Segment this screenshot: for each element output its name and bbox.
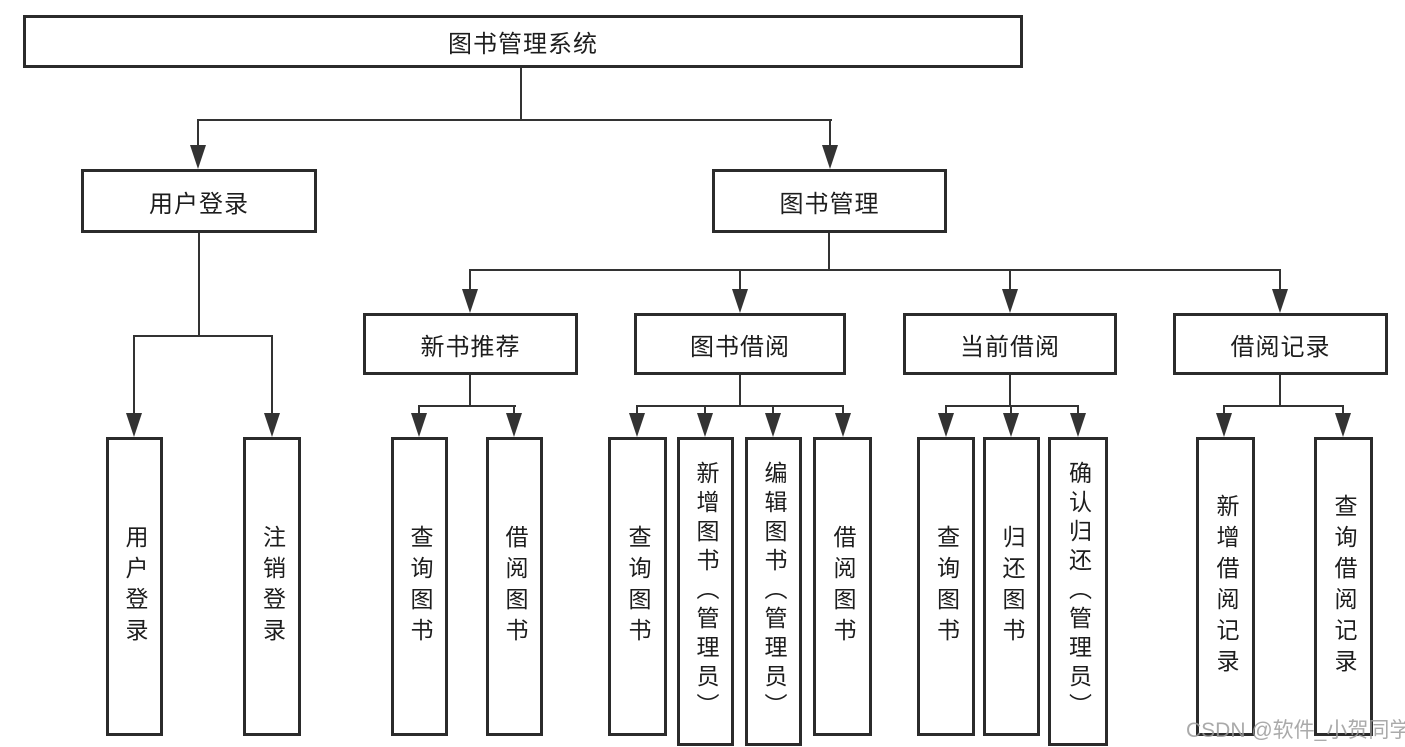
node-book-management-label: 图书管理 xyxy=(779,190,880,218)
leaf-borrow-borrow-book: 借阅图书 xyxy=(813,437,872,736)
leaf-current-query-book: 查询图书 xyxy=(917,437,975,736)
arrow-down-icon xyxy=(822,145,838,169)
arrow-down-icon xyxy=(506,413,522,437)
connector-drop xyxy=(513,405,515,415)
connector-drop xyxy=(1009,269,1011,291)
leaf-borrow-edit-book-admin: 编辑图书（管理员） xyxy=(745,437,802,746)
node-user-login-label: 用户登录 xyxy=(149,190,249,218)
leaf-logout-label: 注销登录 xyxy=(259,524,286,649)
connector-user-login-stem xyxy=(198,233,200,337)
arrow-down-icon xyxy=(264,413,280,437)
leaf-user-login-label: 用户登录 xyxy=(122,524,148,649)
leaf-current-query-book-label: 查询图书 xyxy=(933,524,960,649)
leaf-current-confirm-return-admin-label: 确认归还（管理员） xyxy=(1065,461,1092,722)
leaf-borrow-query-book-label: 查询图书 xyxy=(625,524,651,649)
leaf-record-query-borrow-record-label: 查询借阅记录 xyxy=(1331,493,1357,680)
connector-drop xyxy=(829,119,831,147)
connector-root-stem xyxy=(520,68,522,119)
arrow-down-icon xyxy=(835,413,851,437)
connector-drop xyxy=(133,335,135,415)
connector-leaf-rail xyxy=(1223,405,1344,407)
connector-drop xyxy=(739,269,741,291)
node-book-borrow: 图书借阅 xyxy=(634,313,846,375)
arrow-down-icon xyxy=(938,413,954,437)
leaf-newrec-query-book-label: 查询图书 xyxy=(407,524,433,649)
arrow-down-icon xyxy=(411,413,427,437)
node-borrow-record-label: 借阅记录 xyxy=(1230,333,1331,361)
connector-leaf-rail xyxy=(636,405,844,407)
node-root: 图书管理系统 xyxy=(23,15,1023,68)
connector-user-login-rail xyxy=(133,335,273,337)
arrow-down-icon xyxy=(1002,289,1018,313)
connector-drop xyxy=(469,269,471,291)
node-user-login: 用户登录 xyxy=(81,169,317,233)
leaf-borrow-query-book: 查询图书 xyxy=(608,437,667,736)
node-root-label: 图书管理系统 xyxy=(448,31,598,58)
leaf-current-return-book: 归还图书 xyxy=(983,437,1040,736)
node-new-book-recommend: 新书推荐 xyxy=(363,313,578,375)
connector-drop xyxy=(842,405,844,415)
arrow-down-icon xyxy=(1003,413,1019,437)
connector-drop xyxy=(945,405,947,415)
connector-leaf-rail xyxy=(418,405,516,407)
leaf-logout: 注销登录 xyxy=(243,437,301,736)
leaf-current-confirm-return-admin: 确认归还（管理员） xyxy=(1048,437,1108,746)
connector-drop xyxy=(1342,405,1344,415)
leaf-current-return-book-label: 归还图书 xyxy=(999,524,1025,649)
arrow-down-icon xyxy=(462,289,478,313)
node-book-management: 图书管理 xyxy=(712,169,947,233)
leaf-record-query-borrow-record: 查询借阅记录 xyxy=(1314,437,1373,736)
connector-stem xyxy=(739,375,741,407)
node-new-book-recommend-label: 新书推荐 xyxy=(420,333,521,361)
arrow-down-icon xyxy=(190,145,206,169)
connector-drop xyxy=(1010,405,1012,415)
leaf-record-add-borrow-record: 新增借阅记录 xyxy=(1196,437,1255,736)
arrow-down-icon xyxy=(126,413,142,437)
node-book-borrow-label: 图书借阅 xyxy=(690,333,790,361)
connector-stem xyxy=(469,375,471,407)
csdn-watermark: CSDN @软件_小贺同学 xyxy=(1186,719,1405,742)
node-borrow-record: 借阅记录 xyxy=(1173,313,1388,375)
connector-drop xyxy=(1279,269,1281,291)
node-current-borrow-label: 当前借阅 xyxy=(960,333,1060,361)
connector-drop xyxy=(271,335,273,415)
connector-drop xyxy=(418,405,420,415)
leaf-borrow-borrow-book-label: 借阅图书 xyxy=(830,524,856,649)
connector-level2-rail xyxy=(198,119,832,121)
arrow-down-icon xyxy=(732,289,748,313)
connector-drop xyxy=(636,405,638,415)
arrow-down-icon xyxy=(1216,413,1232,437)
arrow-down-icon xyxy=(629,413,645,437)
connector-stem xyxy=(1279,375,1281,407)
connector-drop xyxy=(1077,405,1079,415)
connector-book-mgmt-stem xyxy=(828,233,830,271)
leaf-borrow-add-book-admin-label: 新增图书（管理员） xyxy=(693,461,719,722)
arrow-down-icon xyxy=(1272,289,1288,313)
leaf-user-login: 用户登录 xyxy=(106,437,163,736)
leaf-borrow-add-book-admin: 新增图书（管理员） xyxy=(677,437,734,746)
leaf-newrec-query-book: 查询图书 xyxy=(391,437,448,736)
arrow-down-icon xyxy=(1070,413,1086,437)
arrow-down-icon xyxy=(697,413,713,437)
connector-stem xyxy=(1009,375,1011,407)
connector-drop xyxy=(1223,405,1225,415)
connector-drop xyxy=(772,405,774,415)
leaf-record-add-borrow-record-label: 新增借阅记录 xyxy=(1213,493,1239,680)
connector-leaf-rail xyxy=(945,405,1079,407)
node-current-borrow: 当前借阅 xyxy=(903,313,1117,375)
arrow-down-icon xyxy=(1335,413,1351,437)
arrow-down-icon xyxy=(765,413,781,437)
connector-drop xyxy=(197,119,199,147)
connector-drop xyxy=(704,405,706,415)
connector-level3-rail xyxy=(469,269,1281,271)
leaf-newrec-borrow-book: 借阅图书 xyxy=(486,437,543,736)
leaf-borrow-edit-book-admin-label: 编辑图书（管理员） xyxy=(761,461,787,722)
leaf-newrec-borrow-book-label: 借阅图书 xyxy=(502,524,528,649)
